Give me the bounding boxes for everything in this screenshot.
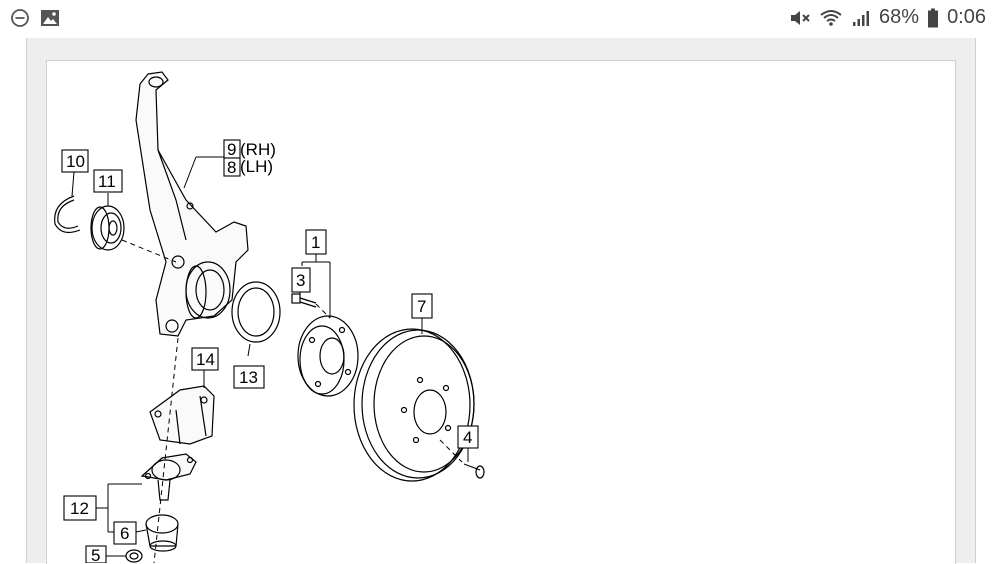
label-box-3 (291, 267, 311, 293)
battery-icon (928, 8, 939, 27)
label-4: 4 (463, 428, 472, 447)
signal-icon (853, 10, 870, 26)
wheel-hub (297, 315, 359, 397)
label-9-suffix: (RH) (240, 140, 276, 159)
hub-bolt (291, 293, 317, 308)
label-box-1 (305, 229, 327, 255)
label-8: 8 (227, 158, 236, 177)
label-box-5 (85, 545, 107, 563)
label-box-10 (61, 149, 89, 173)
dust-cover (231, 281, 281, 343)
status-bar-right: 68% 0:06 (789, 6, 986, 29)
label-box-11 (93, 169, 123, 193)
status-bar-left (10, 8, 60, 28)
battery-percent: 68% (879, 6, 920, 28)
label-8-suffix: (LH) (240, 157, 273, 176)
label-9: 9 (227, 140, 236, 159)
label-box-7 (411, 293, 433, 319)
disc-screw (463, 463, 485, 479)
label-box-4 (457, 425, 479, 449)
wheel-bearing (90, 205, 125, 251)
label-13: 13 (239, 368, 258, 387)
minus-circle-icon (11, 9, 29, 27)
label-12: 12 (70, 499, 89, 518)
snap-ring (54, 195, 81, 234)
label-3: 3 (296, 271, 305, 290)
mute-icon (791, 10, 810, 25)
label-1: 1 (311, 233, 320, 252)
label-box-13 (233, 365, 265, 389)
ball-joint (140, 453, 197, 501)
steering-knuckle (135, 71, 249, 337)
status-bar: 68% 0:06 (0, 0, 1000, 38)
brake-disc (353, 328, 475, 482)
wifi-icon (820, 9, 842, 26)
heat-shield (149, 385, 215, 445)
label-11: 11 (98, 172, 116, 191)
label-10: 10 (66, 152, 85, 171)
castle-nut (125, 549, 143, 563)
clock: 0:06 (947, 6, 986, 28)
label-6: 6 (120, 524, 129, 543)
label-5: 5 (91, 546, 100, 563)
label-box-12 (63, 495, 97, 521)
image-icon (41, 10, 59, 26)
label-box-14 (191, 347, 219, 371)
ball-joint-boot (145, 514, 179, 552)
label-box-8 (223, 157, 241, 177)
label-14: 14 (196, 350, 215, 369)
label-7: 7 (417, 297, 426, 316)
label-box-6 (113, 521, 137, 545)
